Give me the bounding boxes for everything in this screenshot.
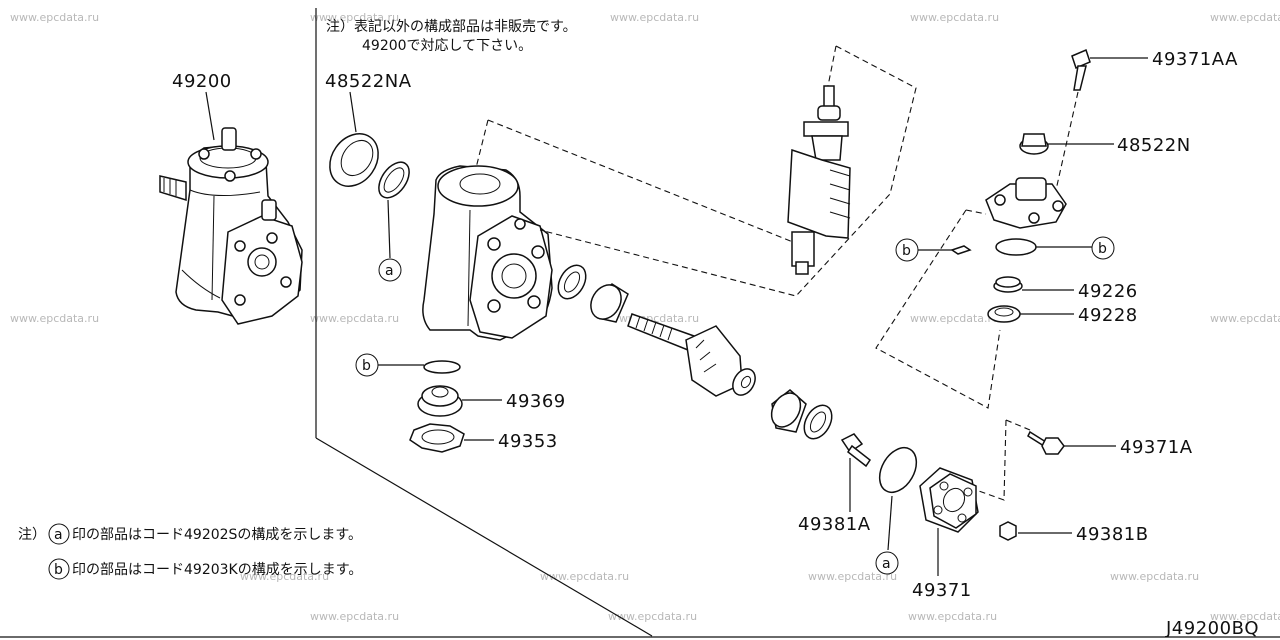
- part-label-49371: 49371: [912, 580, 972, 601]
- o-ring-large: [878, 446, 918, 494]
- watermark: www.epcdata.ru: [10, 11, 99, 24]
- watermarks: www.epcdata.ru www.epcdata.ru www.epcdat…: [10, 11, 1280, 623]
- watermark: www.epcdata.ru: [10, 312, 99, 325]
- part-label-49371AA: 49371AA: [1152, 49, 1238, 70]
- marker-b-letter: b: [1098, 241, 1107, 257]
- assembly-dashed-line: [965, 209, 987, 215]
- marker-a-lower-icon: a: [875, 551, 899, 575]
- watermark: www.epcdata.ru: [910, 312, 999, 325]
- ring-49226: [993, 276, 1023, 293]
- seal-48522N: [1019, 133, 1049, 155]
- marker-b-letter: b: [54, 562, 63, 578]
- part-label-49200: 49200: [172, 71, 232, 92]
- watermark: www.epcdata.ru: [610, 11, 699, 24]
- screw-49381A: [840, 433, 872, 468]
- valve-housing: [985, 177, 1067, 229]
- leader-line: [349, 91, 357, 133]
- frame-diagonal-line: [315, 437, 653, 637]
- o-ring-small: [950, 245, 972, 255]
- assembly-dashed-line: [475, 119, 489, 169]
- footer-marker-a-icon: a: [48, 523, 70, 545]
- part-label-48522N: 48522N: [1117, 135, 1191, 156]
- marker-b-letter: b: [902, 243, 911, 259]
- marker-a-letter: a: [385, 263, 394, 279]
- seal-ring: [557, 264, 587, 300]
- watermark: www.epcdata.ru: [1110, 570, 1199, 583]
- bearing: [590, 283, 629, 323]
- bolt-49371A: [1027, 430, 1065, 455]
- seal-48522NA: [329, 133, 379, 187]
- part-label-49353: 49353: [498, 431, 558, 452]
- part-label-49381A: 49381A: [798, 514, 871, 535]
- part-label-49226: 49226: [1078, 281, 1138, 302]
- part-label-49381B: 49381B: [1076, 524, 1149, 545]
- bearing-lower: [770, 389, 807, 433]
- marker-b-letter: b: [362, 358, 371, 374]
- watermark: www.epcdata.ru: [1210, 312, 1280, 325]
- assembly-dashed-line: [975, 419, 1007, 501]
- steering-gear-assembly-49200: [159, 127, 303, 325]
- part-label-48522NA: 48522NA: [325, 71, 412, 92]
- adjuster-plug-49369: [417, 385, 463, 417]
- marker-b-icon: b: [355, 353, 379, 377]
- header-note-line1: 注）表記以外の構成部品は非販売です。: [326, 18, 577, 35]
- marker-a-letter: a: [54, 527, 63, 543]
- assembly-dashed-line: [875, 209, 1001, 409]
- marker-a-letter: a: [882, 556, 891, 572]
- seal-49228: [987, 305, 1021, 323]
- assembly-dashed-line: [827, 45, 837, 87]
- seal-ring-lower: [803, 404, 833, 440]
- footer-note-prefix: 注）: [18, 527, 46, 543]
- part-label-49228: 49228: [1078, 305, 1138, 326]
- part-label-49369: 49369: [506, 391, 566, 412]
- assembly-dashed-line: [487, 119, 809, 249]
- marker-b-left-icon: b: [895, 238, 919, 262]
- watermark: www.epcdata.ru: [240, 570, 329, 583]
- watermark: www.epcdata.ru: [910, 11, 999, 24]
- footer-marker-b-icon: b: [48, 558, 70, 580]
- header-note-line2: 49200で対応して下さい。: [362, 38, 532, 54]
- part-label-49371A: 49371A: [1120, 437, 1193, 458]
- marker-a-icon: a: [378, 258, 402, 282]
- marker-b-right-icon: b: [1091, 236, 1115, 260]
- worm-shaft: [627, 313, 756, 397]
- assembly-dashed-line: [1055, 91, 1079, 191]
- leader-line: [387, 199, 391, 259]
- watermark: www.epcdata.ru: [608, 610, 697, 623]
- lock-nut-49353: [409, 423, 465, 453]
- footer-note-a: 印の部品はコード49202Sの構成を示します。: [72, 527, 362, 543]
- o-ring-a: [378, 161, 410, 199]
- footer-note-b: 印の部品はコード49203Kの構成を示します。: [72, 562, 362, 578]
- watermark: www.epcdata.ru: [908, 610, 997, 623]
- nut-49381B: [999, 521, 1017, 541]
- leader-line: [887, 495, 893, 551]
- watermark: www.epcdata.ru: [540, 570, 629, 583]
- bolt-49371AA: [1071, 48, 1091, 91]
- watermark: www.epcdata.ru: [310, 312, 399, 325]
- assembly-dashed-line: [1005, 419, 1031, 431]
- leader-line: [205, 91, 215, 141]
- o-ring-b: [423, 360, 461, 374]
- gear-housing: [422, 165, 553, 341]
- o-ring-b-right: [995, 238, 1037, 256]
- sector-shaft: [787, 85, 851, 275]
- assembly-dashed-line: [539, 45, 917, 297]
- diagram-code: J49200BQ: [1165, 618, 1259, 639]
- watermark: www.epcdata.ru: [1210, 610, 1280, 623]
- watermark: www.epcdata.ru: [808, 570, 897, 583]
- end-cover-49371: [919, 467, 979, 533]
- watermark: www.epcdata.ru: [310, 11, 399, 24]
- watermark: www.epcdata.ru: [1210, 11, 1280, 24]
- watermark: www.epcdata.ru: [310, 610, 399, 623]
